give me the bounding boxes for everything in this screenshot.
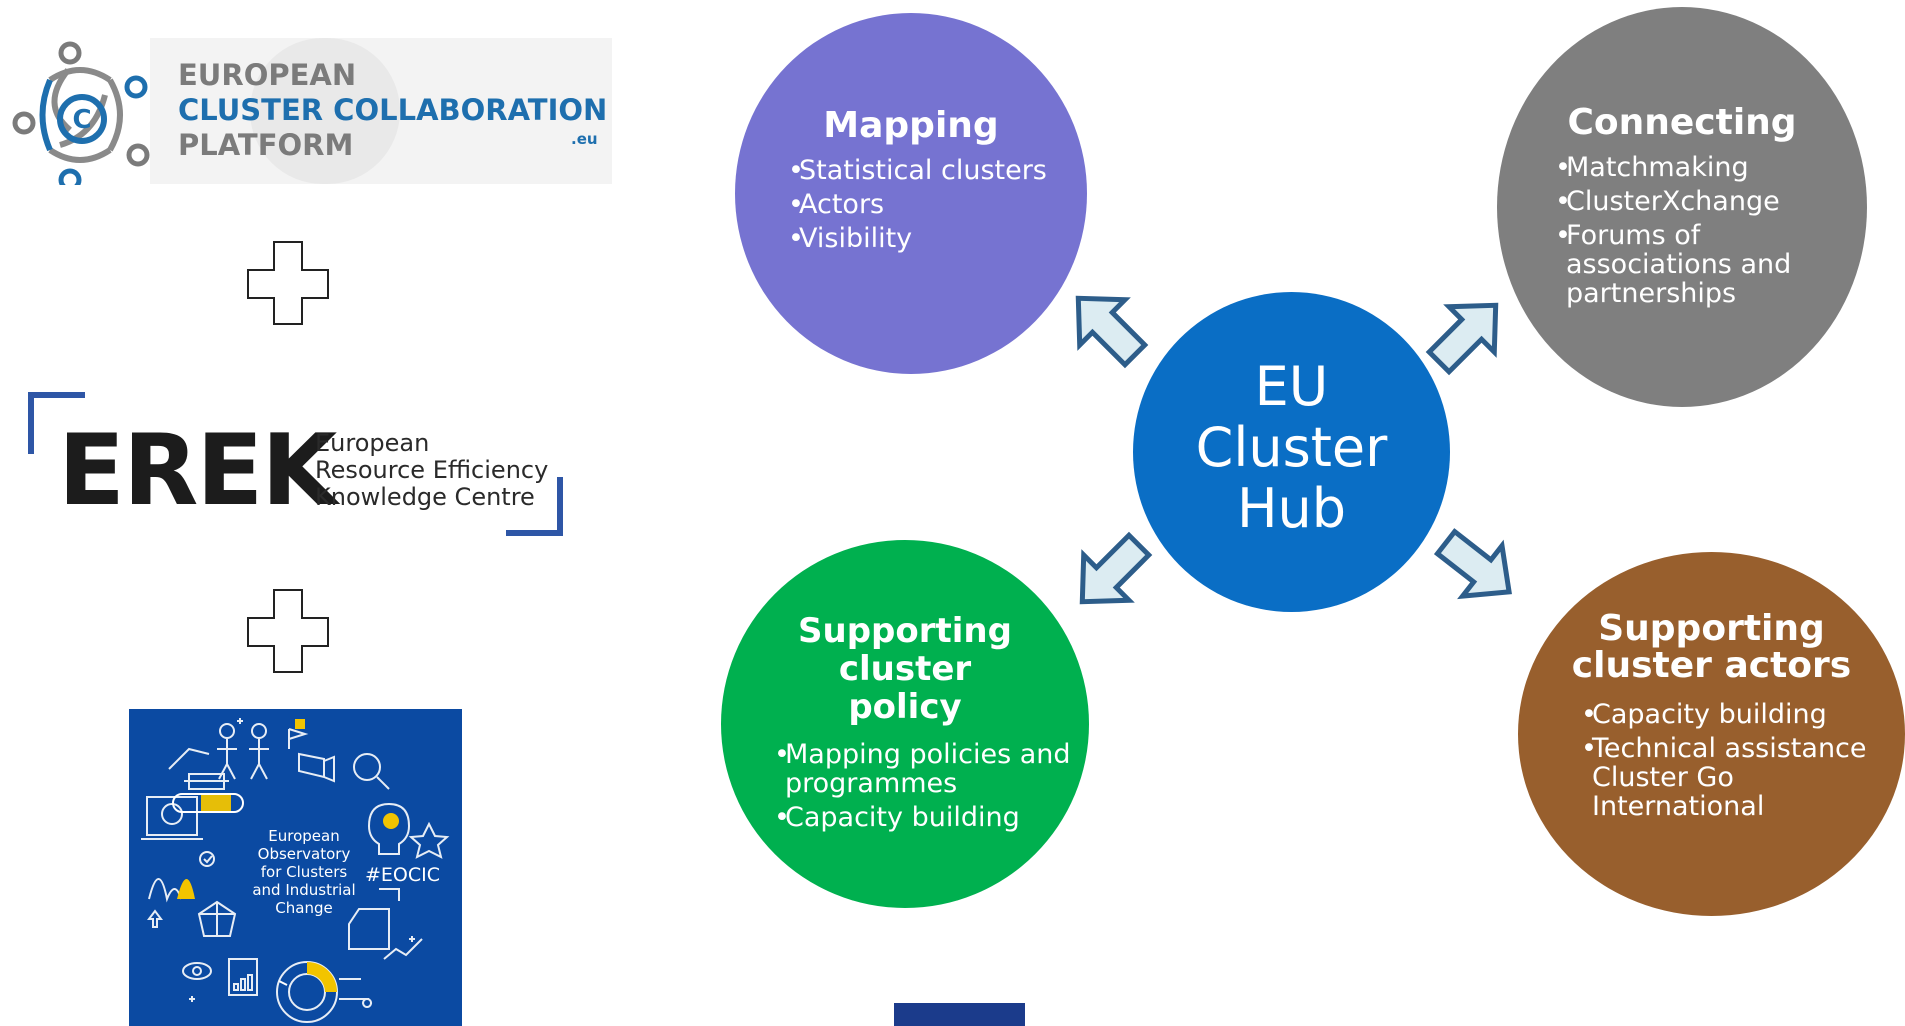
eccp-suffix: .eu bbox=[571, 130, 598, 148]
connecting-title: Connecting bbox=[1567, 102, 1797, 143]
erek-acronym: EREK bbox=[58, 414, 337, 528]
plus-icon bbox=[247, 241, 329, 325]
list-item: Matchmaking bbox=[1555, 153, 1845, 182]
erek-line3: Knowledge Centre bbox=[315, 483, 535, 511]
list-item: Visibility bbox=[788, 224, 1058, 253]
connecting-list: Matchmaking ClusterXchange Forums of ass… bbox=[1555, 153, 1845, 313]
policy-title-line: cluster bbox=[838, 649, 972, 689]
eccp-logo-watermark bbox=[250, 38, 400, 184]
mapping-list: Statistical clusters Actors Visibility bbox=[788, 156, 1058, 258]
arrow-icon-mapping bbox=[1056, 276, 1158, 378]
eocic-hashtag: #EOCIC bbox=[365, 864, 441, 886]
plus-icon bbox=[247, 589, 329, 673]
hub-title: EU Cluster Hub bbox=[1133, 356, 1450, 539]
mapping-title: Mapping bbox=[823, 105, 999, 146]
hub-title-line: Cluster bbox=[1195, 416, 1388, 479]
hub-circle: EU Cluster Hub bbox=[1133, 292, 1450, 612]
eocic-illustration bbox=[141, 718, 450, 1023]
cluster-network-icon: C bbox=[12, 41, 150, 185]
erek-line1: European bbox=[315, 429, 430, 457]
eccp-line3: PLATFORM bbox=[178, 128, 354, 162]
eocic-label-line: Change bbox=[275, 899, 333, 917]
actors-circle: Supporting cluster actors Capacity build… bbox=[1518, 552, 1905, 916]
eocic-tile: European Observatory for Clusters and In… bbox=[129, 709, 462, 1026]
svg-text:C: C bbox=[72, 105, 91, 135]
policy-circle: Supporting cluster policy Mapping polici… bbox=[721, 540, 1089, 908]
list-item: Capacity building bbox=[1581, 700, 1881, 729]
mapping-circle: Mapping Statistical clusters Actors Visi… bbox=[735, 13, 1087, 374]
list-item: Capacity building bbox=[774, 803, 1074, 832]
eocic-label-line: and Industrial bbox=[252, 881, 356, 899]
eccp-logo: C EUROPEAN CLUSTER COLLABORATION PLATFOR… bbox=[0, 20, 620, 190]
policy-title-line: Supporting bbox=[798, 611, 1012, 651]
actors-title-line: cluster actors bbox=[1571, 645, 1852, 686]
list-item: Actors bbox=[788, 190, 1058, 219]
eocic-label: European Observatory for Clusters and In… bbox=[239, 827, 369, 917]
list-item: ClusterXchange bbox=[1555, 187, 1845, 216]
erek-brackets bbox=[28, 392, 563, 536]
actors-title: Supporting cluster actors bbox=[1518, 610, 1905, 684]
eocic-label-line: Observatory bbox=[257, 845, 351, 863]
policy-title: Supporting cluster policy bbox=[721, 612, 1089, 726]
list-item: Mapping policies and programmes bbox=[774, 740, 1074, 798]
policy-title-line: policy bbox=[848, 687, 962, 727]
erek-line2: Resource Efficiency bbox=[315, 456, 549, 484]
erek-logo: EREK European Resource Efficiency Knowle… bbox=[28, 392, 568, 537]
eccp-line2: CLUSTER COLLABORATION bbox=[178, 93, 608, 127]
hub-title-line: Hub bbox=[1236, 477, 1347, 540]
list-item: Technical assistance Cluster Go Internat… bbox=[1581, 734, 1881, 821]
eocic-label-line: European bbox=[268, 827, 340, 845]
list-item: Forums of associations and partnerships bbox=[1555, 221, 1845, 308]
eccp-line1: EUROPEAN bbox=[178, 58, 357, 92]
policy-list: Mapping policies and programmes Capacity… bbox=[774, 740, 1074, 837]
hub-title-line: EU bbox=[1254, 355, 1329, 418]
actors-title-line: Supporting bbox=[1598, 608, 1825, 649]
bottom-blue-block bbox=[894, 1003, 1025, 1026]
connecting-circle: Connecting Matchmaking ClusterXchange Fo… bbox=[1497, 7, 1867, 407]
eocic-label-line: for Clusters bbox=[260, 863, 348, 881]
arrow-icon-policy bbox=[1060, 523, 1162, 625]
actors-list: Capacity building Technical assistance C… bbox=[1581, 700, 1881, 826]
arrow-icon-actors bbox=[1426, 517, 1528, 617]
list-item: Statistical clusters bbox=[788, 156, 1058, 185]
arrow-icon-connecting bbox=[1417, 283, 1519, 385]
